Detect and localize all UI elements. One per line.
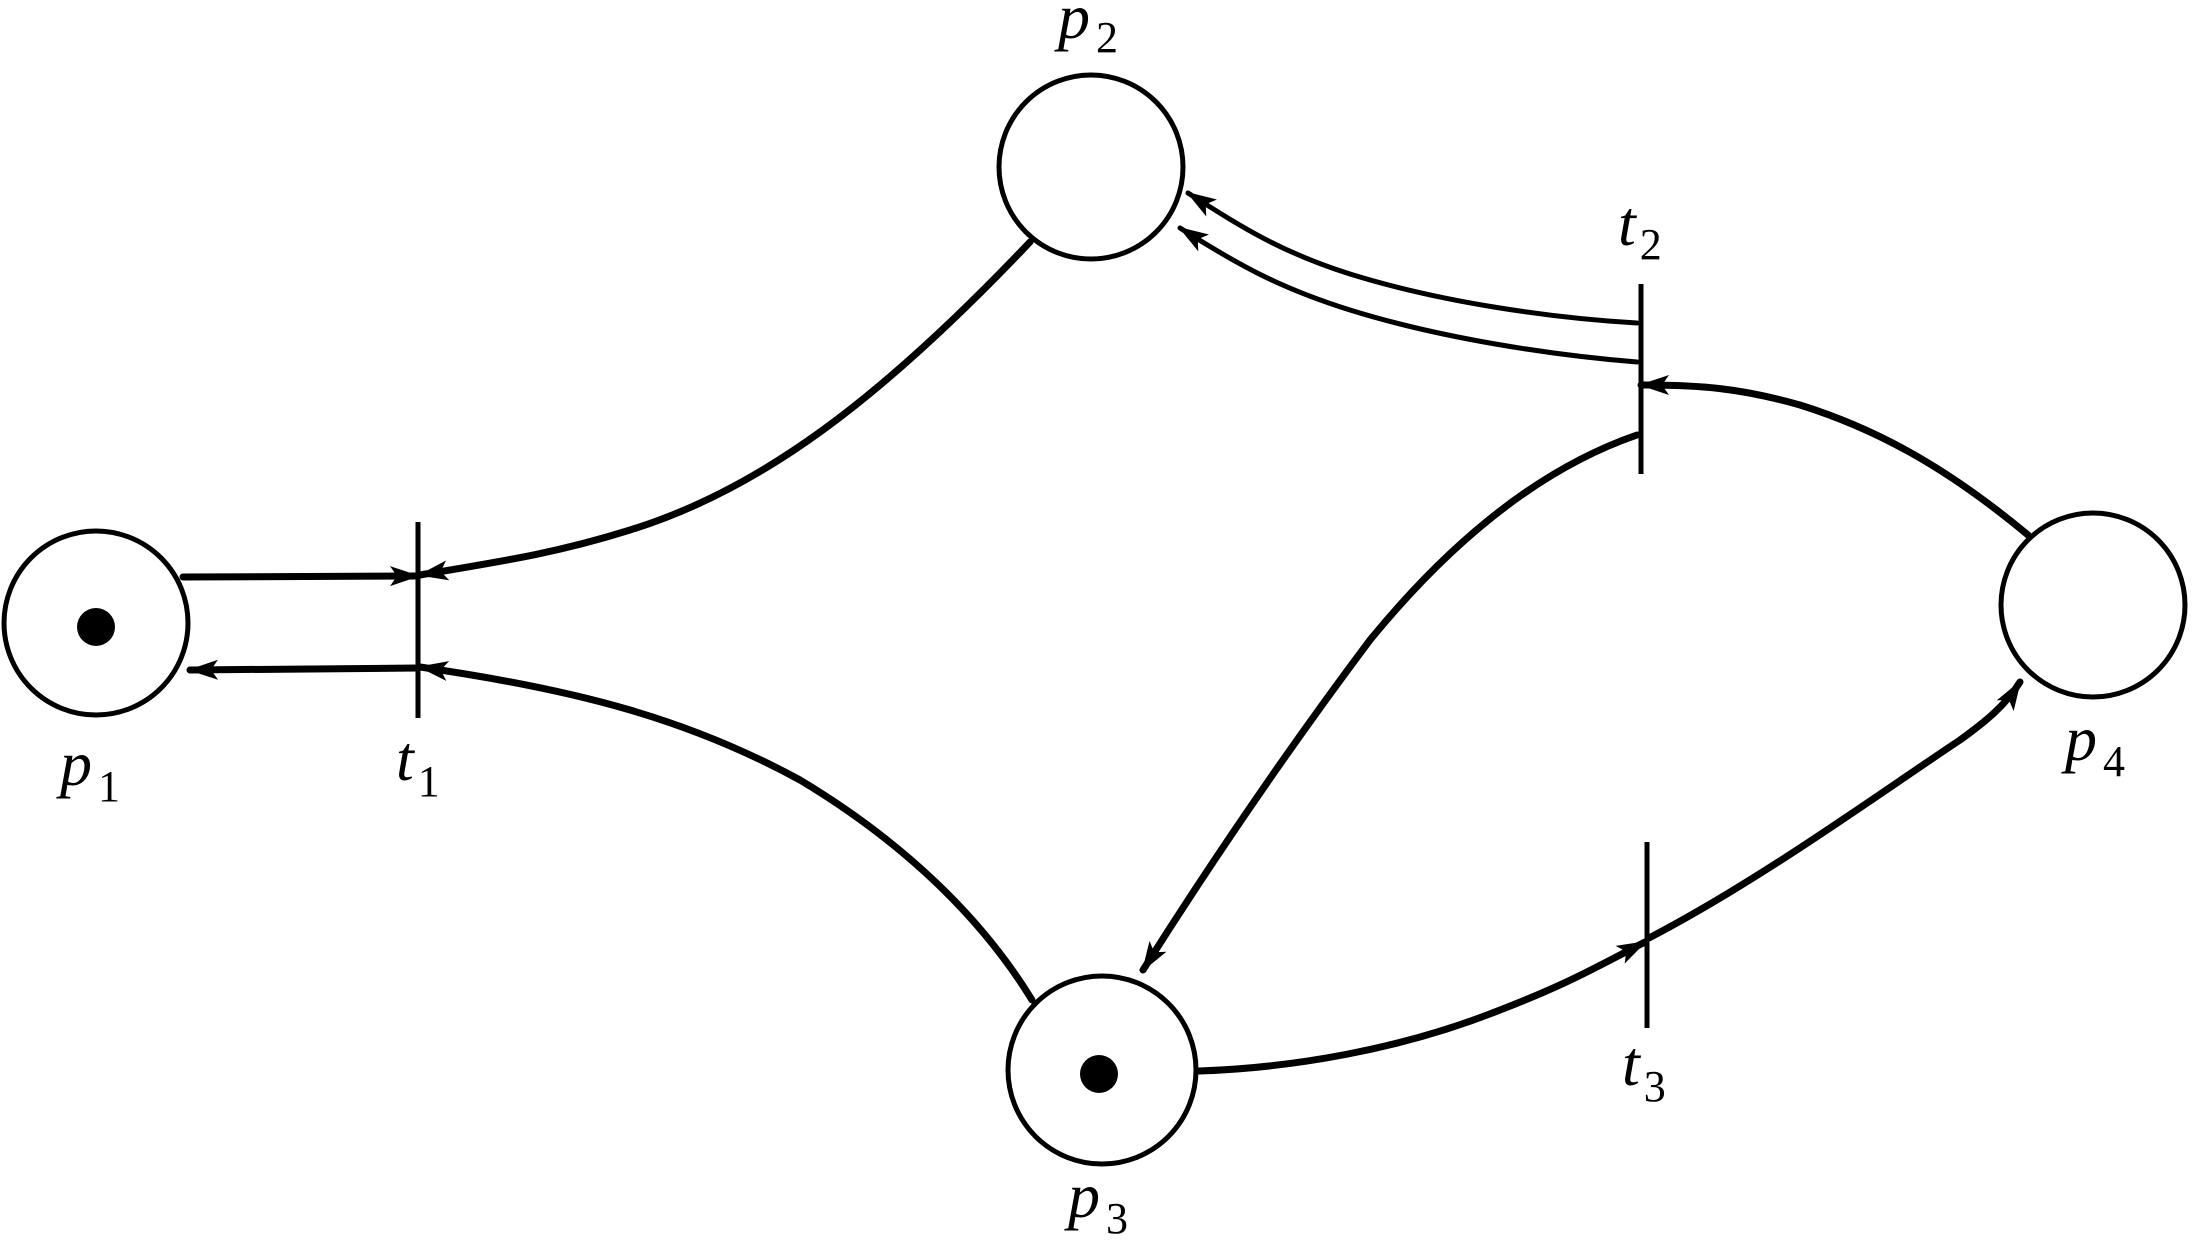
place-p4 (1998, 510, 2188, 700)
arc-p4-t2 (1637, 375, 2032, 539)
arc-t2-p3 (1139, 431, 1641, 974)
arc-p3-t1 (416, 661, 1036, 1004)
transitions (415, 284, 1650, 1028)
token-p3 (1080, 1055, 1118, 1093)
arc-p3-t3 (1195, 938, 1649, 1075)
arc-t2-p2-upper (1185, 190, 1640, 326)
arc-p1-t1 (179, 566, 422, 587)
arc-t3-p4 (1645, 678, 2024, 942)
label-t1: t1 (396, 723, 440, 806)
places (1, 72, 2188, 1167)
place-p2 (996, 72, 1186, 262)
label-t2: t2 (1618, 188, 1662, 269)
token-p1 (77, 608, 115, 646)
arc-t1-p1 (186, 659, 422, 680)
label-t3: t3 (1622, 1028, 1666, 1111)
arc-t2-p2-lower (1177, 225, 1640, 365)
arc-p2-t1 (416, 238, 1034, 581)
arcs (179, 190, 2032, 1075)
